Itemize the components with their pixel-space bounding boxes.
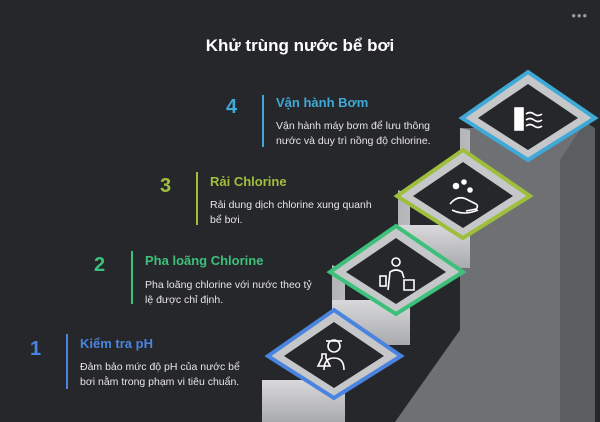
step-2-heading: Pha loãng Chlorine bbox=[145, 253, 264, 268]
step-3-heading: Rải Chlorine bbox=[210, 174, 287, 189]
step-4-description: Vận hành máy bơm để lưu thông nước và du… bbox=[276, 120, 431, 147]
step-3-accent-bar bbox=[196, 172, 198, 225]
diagram-title: Khử trùng nước bể bơi bbox=[205, 36, 395, 55]
water-pump-icon bbox=[514, 107, 543, 131]
scientist-flask-icon bbox=[316, 339, 345, 371]
step-4-number: 4 bbox=[226, 96, 238, 118]
step-1-accent-bar bbox=[66, 334, 68, 389]
spread-hand-icon bbox=[449, 179, 479, 214]
step-4-accent-bar bbox=[262, 95, 264, 147]
step-4-top bbox=[458, 69, 599, 163]
step-2-description: Pha loãng chlorine với nước theo tỷ lệ đ… bbox=[145, 279, 312, 306]
step-2-accent-bar bbox=[131, 251, 133, 304]
step-2-number: 2 bbox=[94, 254, 106, 276]
step-3-description: Rải dung dịch chlorine xung quanh bể bơi… bbox=[210, 199, 372, 226]
step-3-top bbox=[393, 147, 534, 241]
pour-mix-icon bbox=[379, 257, 415, 291]
step-1-description: Đảm bảo mức độ pH của nước bể bơi nằm tr… bbox=[80, 361, 240, 388]
more-dots-icon[interactable]: ••• bbox=[571, 8, 588, 23]
step-1-heading: Kiểm tra pH bbox=[80, 336, 153, 351]
step-3-number: 3 bbox=[160, 175, 172, 197]
step-1-top bbox=[264, 307, 405, 401]
step-4-heading: Vận hành Bơm bbox=[276, 95, 369, 110]
step-1-number: 1 bbox=[30, 338, 42, 360]
